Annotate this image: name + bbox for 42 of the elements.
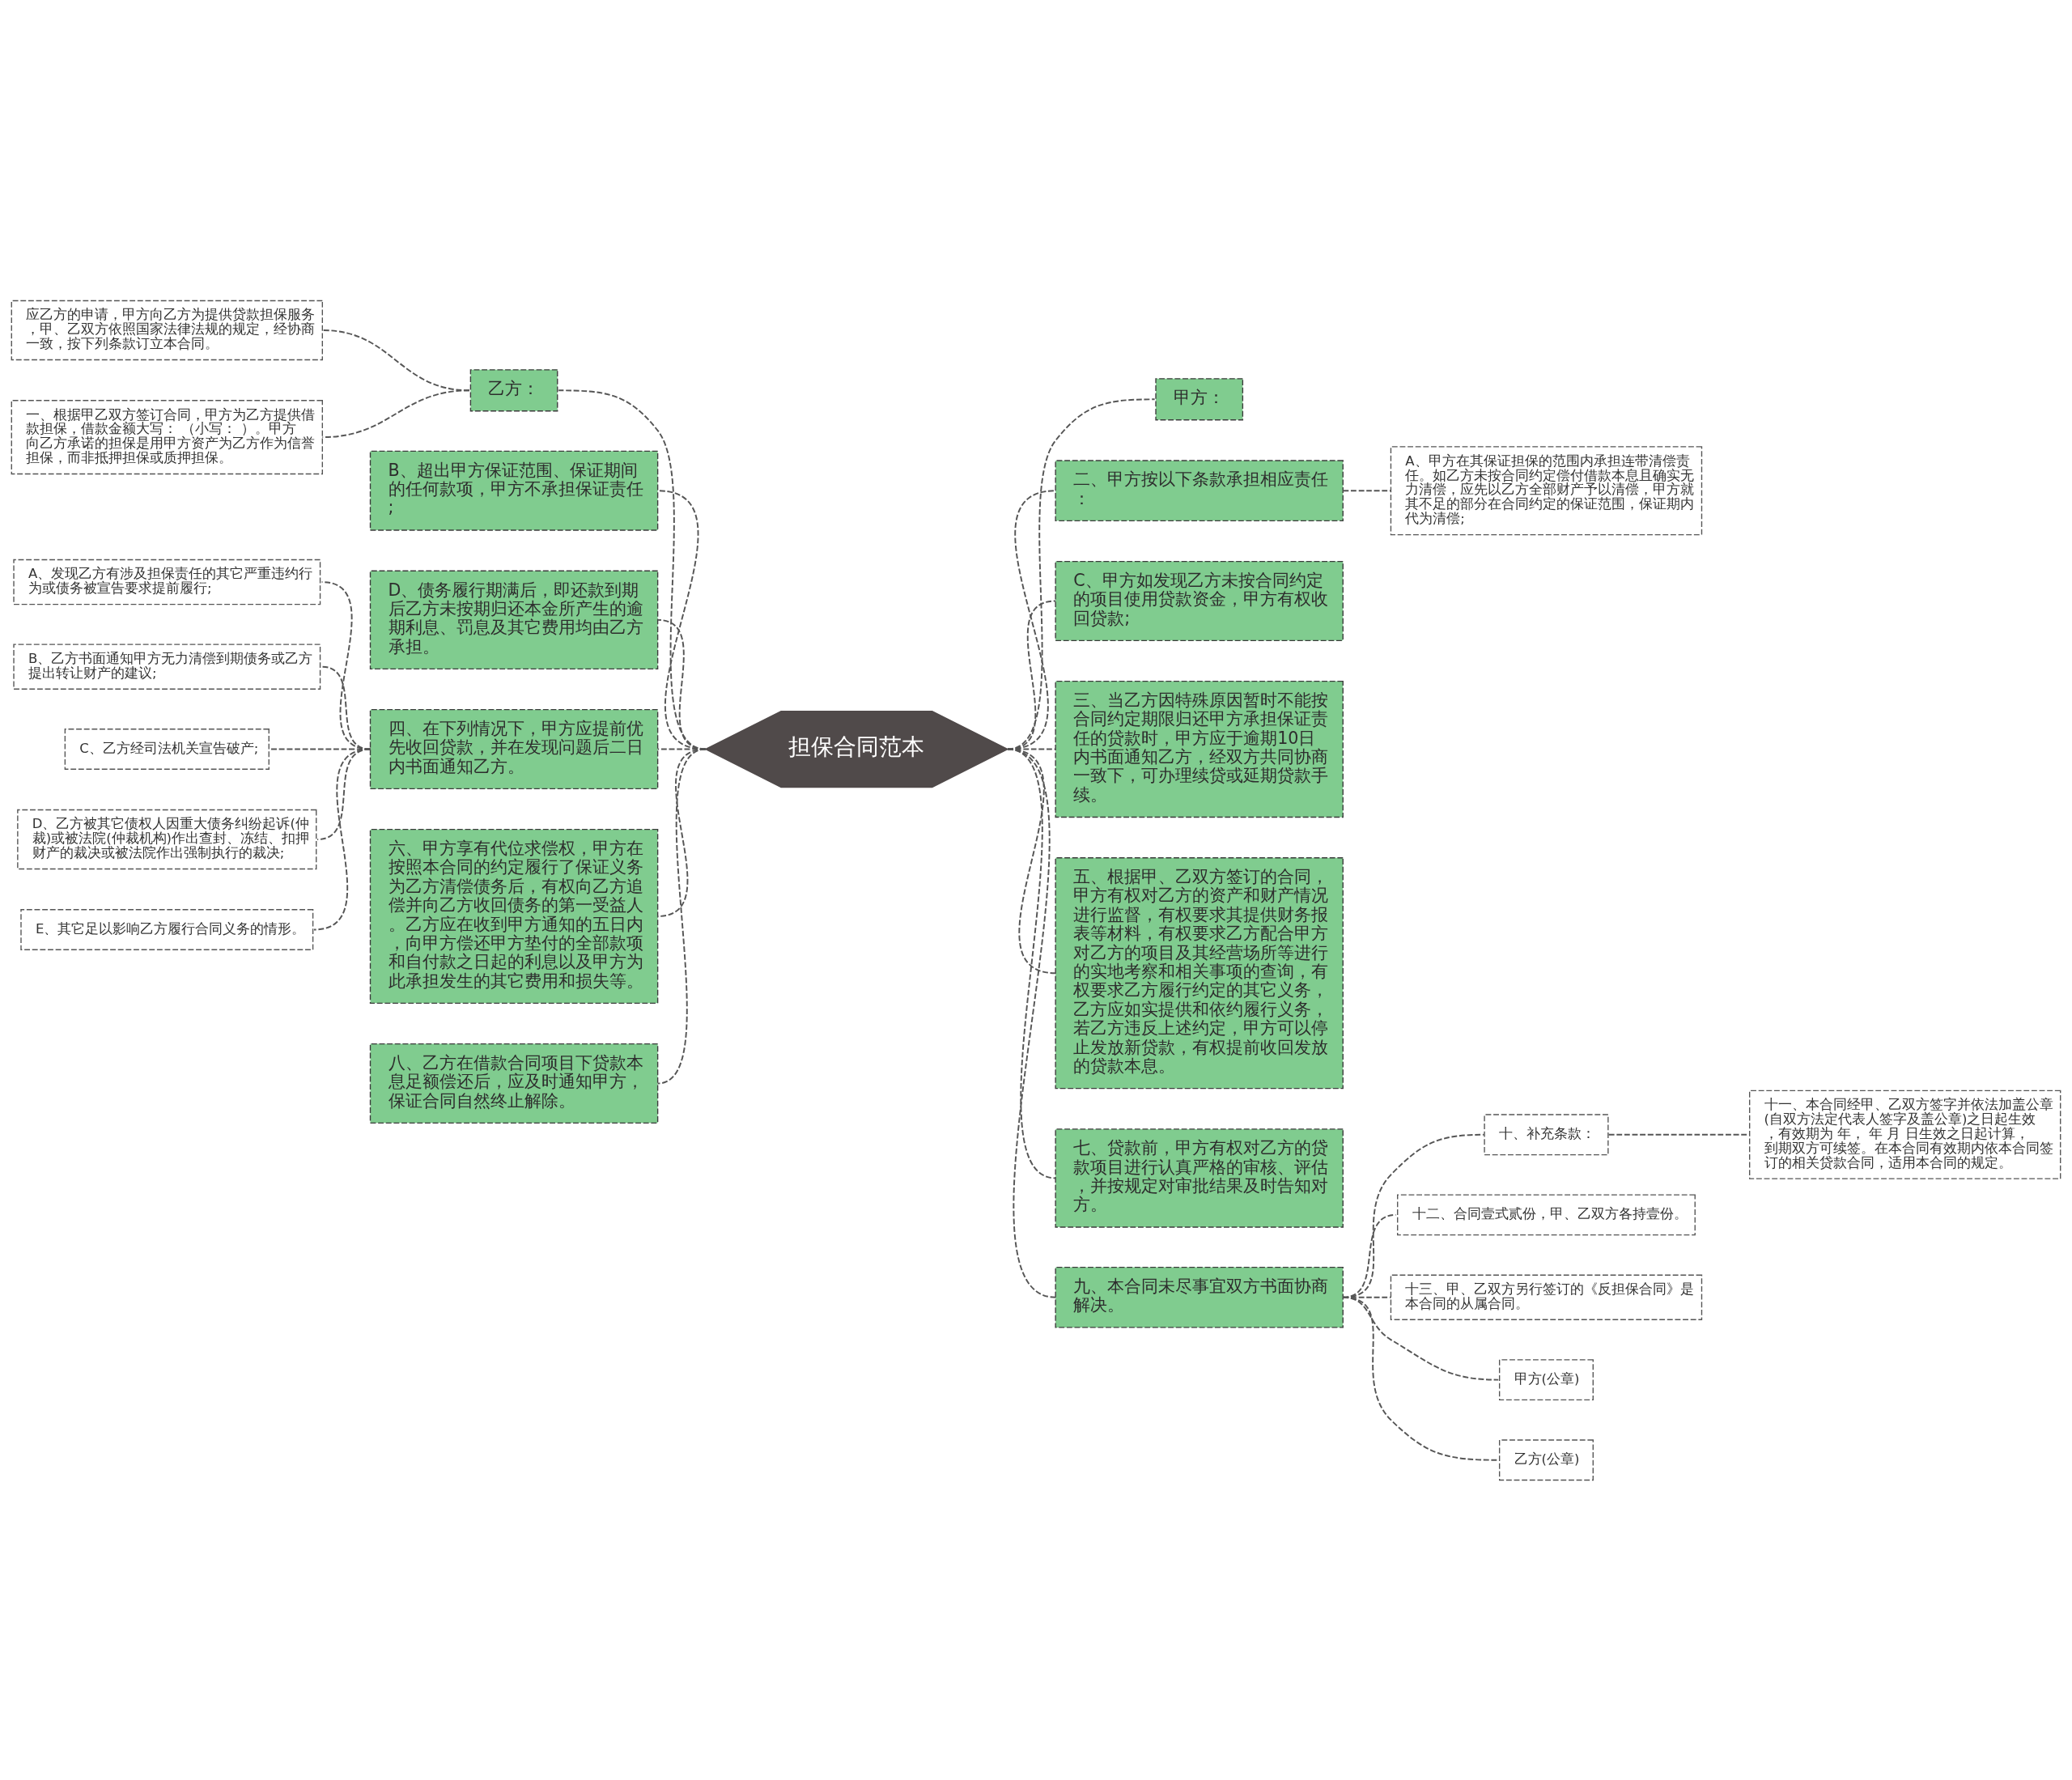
node-box: 一、根据甲乙双方签订合同，甲方为乙方提供借款担保，借款金额大写： （小写： ）。甲方向乙方承诺的担保是用甲方资产为乙方作为信誉担保，而非抵押担保或质押担保。 — [11, 399, 323, 474]
node-box: C、乙方经司法机关宣告破产; — [64, 728, 270, 770]
connector — [1007, 489, 1057, 750]
node-box: 乙方(公章) — [1498, 1438, 1594, 1481]
node-box: 应乙方的申请，甲方向乙方为提供贷款担保服务，甲、乙双方依照国家法律法规的规定，经协商一致，按下列条款订立本合同。 — [11, 299, 323, 360]
node-box: 乙方： — [469, 368, 558, 411]
node-box: 九、本合同未尽事宜双方书面协商解决。 — [1055, 1266, 1344, 1328]
node-box: D、乙方被其它债权人因重大债务纠纷起诉(仲裁)或被法院(仲裁机构)作出查封、冻结、扣押财产的裁决或被法院作出强制执行的裁决; — [17, 809, 317, 869]
connector — [1007, 397, 1156, 750]
connector — [321, 665, 372, 750]
node-box: 十二、合同壹式贰份，甲、乙双方各持壹份。 — [1397, 1193, 1696, 1235]
connector — [656, 618, 707, 750]
node-box: 甲方(公章) — [1498, 1358, 1594, 1400]
node-box: 五、根据甲、乙双方签订的合同，甲方有权对乙方的资产和财产情况进行监督，有权要求其提供财务报表等材料，有权要求乙方配合甲方对乙方的项目及其经营场所等进行的实地考察和相关事项的查询，有权要求乙方履行约定的其它义务，乙方应如实提供和依约履行义务，若乙方违反上述约定，甲方可以停止发放新贷款，有权提前收回发放的贷款本息。 — [1055, 856, 1344, 1089]
node-box: 十三、甲、乙双方另行签订的《反担保合同》是本合同的从属合同。 — [1390, 1274, 1703, 1320]
node-box: 四、在下列情况下，甲方应提前优先收回贷款，并在发现问题后二日内书面通知乙方。 — [369, 708, 659, 789]
connector — [313, 748, 372, 930]
node-box: 六、甲方享有代位求偿权，甲方在按照本合同的约定履行了保证义务为乙方清偿债务后，有权向乙方追偿并向乙方收回债务的第一受益人。乙方应在收到甲方通知的五日内，向甲方偿还甲方垫付的全部款项和自付款之日起的利息以及甲方为此承担发生的其它费用和损失等。 — [369, 828, 659, 1004]
connector — [1342, 1296, 1500, 1461]
connector — [321, 389, 470, 438]
connector — [558, 389, 707, 750]
connector — [1607, 1133, 1751, 1136]
node-box: C、甲方如发现乙方未按合同约定的项目使用贷款资金，甲方有权收回贷款; — [1055, 560, 1344, 641]
connector — [656, 489, 707, 750]
node-box: 八、乙方在借款合同项目下贷款本息足额偿还后，应及时通知甲方，保证合同自然终止解除。 — [369, 1043, 659, 1124]
node-box: B、超出甲方保证范围、保证期间的任何款项，甲方不承担保证责任; — [369, 450, 659, 531]
node-box: 七、贷款前，甲方有权对乙方的贷款项目进行认真严格的审核、评估，并按规定对审批结果及时告知对方。 — [1055, 1128, 1344, 1228]
node-box: 三、当乙方因特殊原因暂时不能按合同约定期限归还甲方承担保证责任的贷款时，甲方应于逾期10日内书面通知乙方，经双方共同协商一致下，可办理续贷或延期贷款手续。 — [1055, 680, 1344, 818]
connector — [1007, 600, 1057, 750]
connector — [1007, 748, 1057, 1298]
node-box: 二、甲方按以下条款承担相应责任： — [1055, 459, 1344, 521]
node-box: B、乙方书面通知甲方无力清偿到期债务或乙方提出转让财产的建议; — [13, 643, 321, 690]
node-box: A、甲方在其保证担保的范围内承担连带清偿责任。如乙方未按合同约定偿付借款本息且确实无力清偿，应先以乙方全部财产予以清偿，甲方就其不足的部分在合同约定的保证范围，保证期内代为清偿; — [1390, 445, 1703, 535]
node-box: E、其它足以影响乙方履行合同义务的情形。 — [20, 908, 314, 950]
connector — [656, 748, 707, 1084]
node-box: 十一、本合同经甲、乙双方签字并依法加盖公章(自双方法定代表人签字及盖公章)之日起生效，有效期为 年， 年 月 日生效之日起计算，到期双方可续签。在本合同有效期内依本合同签订的相关贷款合同，适用本合同的规定。 — [1749, 1090, 2061, 1179]
node-box: 甲方： — [1155, 377, 1244, 420]
connector — [321, 580, 372, 750]
node-box: A、发现乙方有涉及担保责任的其它严重违约行为或债务被宣告要求提前履行; — [13, 559, 321, 605]
node-box: 十、补充条款： — [1484, 1113, 1609, 1155]
node-box: D、债务履行期满后，即还款到期后乙方未按期归还本金所产生的逾期利息、罚息及其它费用均由乙方承担。 — [369, 570, 659, 669]
connector — [1342, 489, 1392, 491]
